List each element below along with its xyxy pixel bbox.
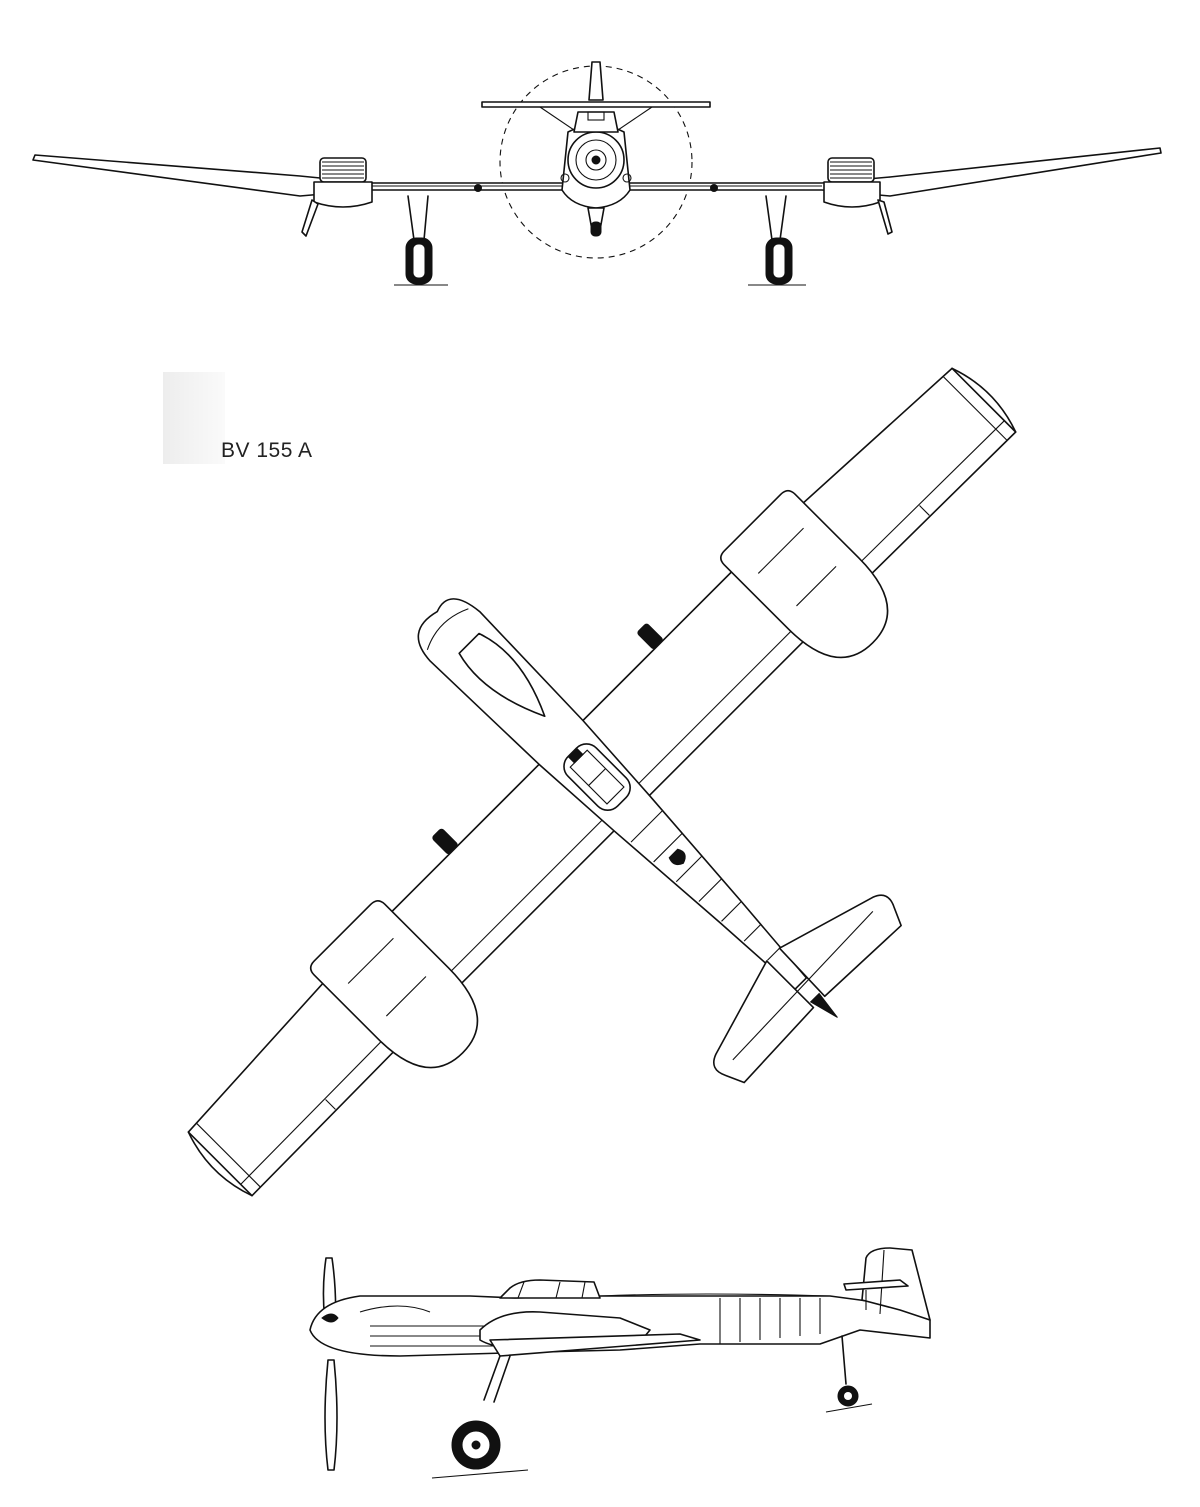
side-wing — [489, 1333, 701, 1357]
plan-canopy — [563, 743, 631, 811]
side-tailplane — [843, 1279, 909, 1291]
side-main-gear — [431, 1355, 529, 1479]
plan-right-nacelle — [720, 489, 889, 659]
front-right-gear — [748, 195, 806, 286]
plan-left-nacelle — [309, 900, 479, 1069]
front-tailplane — [481, 101, 711, 108]
scan-smudge — [163, 372, 225, 464]
plan-right-cannon — [637, 623, 663, 650]
plan-view — [187, 367, 1017, 1197]
plan-left-cannon — [432, 828, 458, 855]
front-fin — [588, 61, 604, 101]
side-tail-wheel — [825, 1335, 873, 1413]
side-canopy — [499, 1279, 601, 1299]
front-left-gear — [394, 195, 448, 286]
front-left-radiator — [301, 157, 373, 237]
side-view — [309, 1247, 931, 1479]
aircraft-designation-label: BV 155 A — [221, 439, 313, 462]
side-propeller-lower — [324, 1359, 338, 1471]
plan-tailplane-right — [713, 960, 815, 1084]
front-view — [32, 61, 1162, 286]
front-right-radiator — [823, 157, 893, 235]
